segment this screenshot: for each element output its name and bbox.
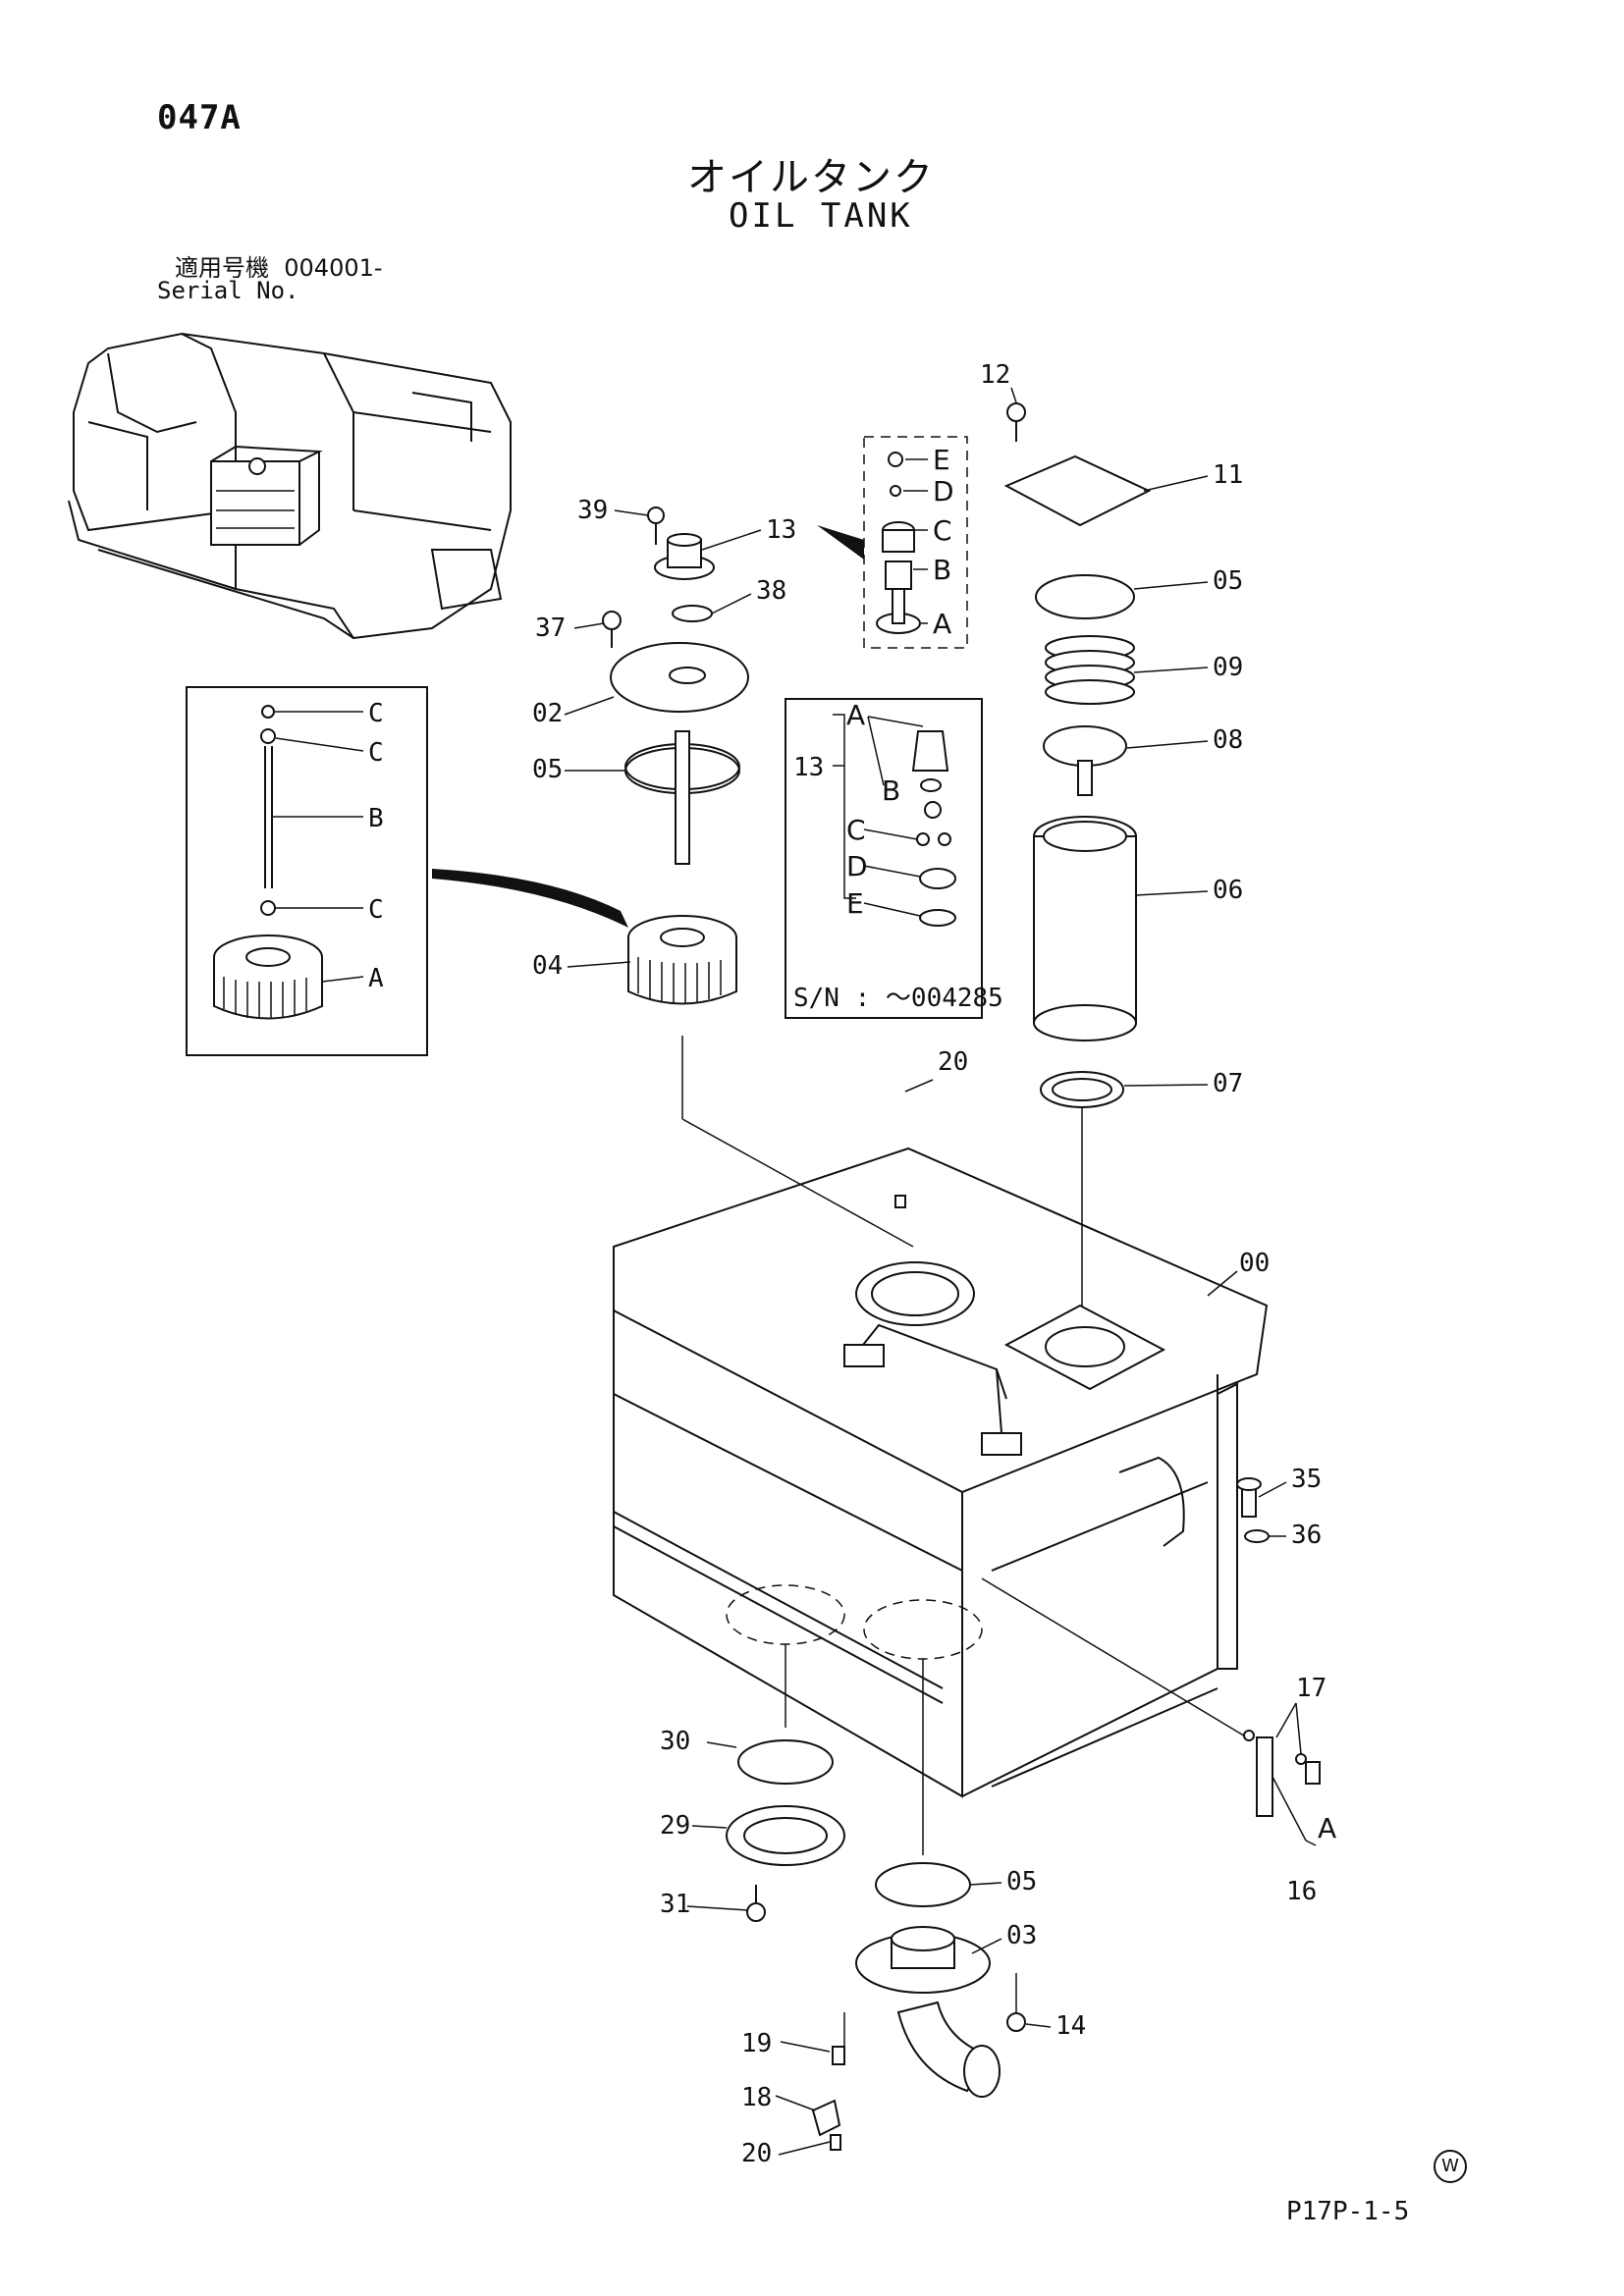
detail-04-item-2: C xyxy=(368,738,384,768)
callout-08: 08 xyxy=(1213,725,1243,755)
callout-02: 02 xyxy=(532,699,563,728)
callout-05-a: 05 xyxy=(532,755,563,784)
detail-box-13-old: 13 A B C D E S/N : ～004285 xyxy=(785,698,1003,1019)
detail-04-item-1: C xyxy=(368,699,384,728)
lower-parts xyxy=(726,1739,1026,2151)
detail-04-item-4: C xyxy=(368,895,384,925)
callout-38: 38 xyxy=(756,576,786,606)
detail-13-old-ref: 13 xyxy=(793,753,824,782)
callout-19: 19 xyxy=(741,2029,772,2058)
callout-35: 35 xyxy=(1291,1465,1322,1494)
callout-16: 16 xyxy=(1286,1877,1317,1906)
machine-overview-sketch xyxy=(68,332,512,640)
callout-17: 17 xyxy=(1296,1674,1326,1703)
callout-07: 07 xyxy=(1213,1069,1243,1098)
title-english: OIL TANK xyxy=(729,196,913,236)
callout-A: A xyxy=(1318,1812,1336,1844)
detail-box-13: E D C B A xyxy=(817,436,968,649)
detail-13-old-serial: S/N : ～004285 xyxy=(793,984,1003,1013)
maker-mark: W xyxy=(1434,2150,1467,2183)
callout-20-a: 20 xyxy=(938,1047,968,1077)
page-number: 047A xyxy=(157,98,242,137)
callout-04: 04 xyxy=(532,951,563,981)
serial-range: 適用号機 004001- xyxy=(175,248,383,283)
callout-30: 30 xyxy=(660,1727,690,1756)
callout-05-b: 05 xyxy=(1213,566,1243,596)
left-column-parts xyxy=(602,507,914,1248)
serial-label-jp: 適用号機 xyxy=(175,254,269,282)
detail-04-item-3: B xyxy=(368,804,384,833)
detail-04-item-5: A xyxy=(368,964,384,993)
callout-31: 31 xyxy=(660,1890,690,1919)
detail-13-item-D: D xyxy=(933,475,954,507)
title-japanese: オイルタンク xyxy=(687,155,935,200)
detail-13-old-E: E xyxy=(846,887,864,920)
callout-13: 13 xyxy=(766,515,796,545)
callout-05-c: 05 xyxy=(1006,1867,1037,1896)
callout-37: 37 xyxy=(535,614,566,643)
callout-36: 36 xyxy=(1291,1521,1322,1550)
callout-29: 29 xyxy=(660,1811,690,1841)
callout-labels: 39 13 38 37 02 05 04 12 11 05 09 08 06 0… xyxy=(532,360,1336,2168)
detail-13-item-B: B xyxy=(933,554,951,586)
callout-06: 06 xyxy=(1213,876,1243,905)
callout-03: 03 xyxy=(1006,1921,1037,1950)
leader-lines xyxy=(564,387,1302,2156)
detail-13-item-E: E xyxy=(933,444,950,476)
callout-12: 12 xyxy=(980,360,1010,390)
detail-box-04: C C B C A xyxy=(186,686,628,1056)
callout-09: 09 xyxy=(1213,653,1243,682)
detail-13-old-A: A xyxy=(846,699,865,731)
callout-20-b: 20 xyxy=(741,2139,772,2168)
detail-13-old-D: D xyxy=(846,850,868,882)
right-column-parts xyxy=(1003,402,1152,1355)
side-parts xyxy=(981,1477,1321,1846)
serial-label-en: Serial No. xyxy=(157,277,299,304)
detail-13-item-C: C xyxy=(933,514,952,547)
footer-code: P17P-1-5 xyxy=(1286,2197,1410,2226)
callout-39: 39 xyxy=(577,496,608,525)
detail-13-old-C: C xyxy=(846,814,866,846)
callout-14: 14 xyxy=(1056,2011,1086,2041)
serial-from: 004001- xyxy=(284,254,383,282)
oil-tank-body xyxy=(613,1147,1269,1855)
detail-13-old-B: B xyxy=(882,774,900,807)
callout-18: 18 xyxy=(741,2083,772,2112)
callout-11: 11 xyxy=(1213,460,1243,490)
callout-00: 00 xyxy=(1239,1249,1270,1278)
detail-13-item-A: A xyxy=(933,608,951,640)
